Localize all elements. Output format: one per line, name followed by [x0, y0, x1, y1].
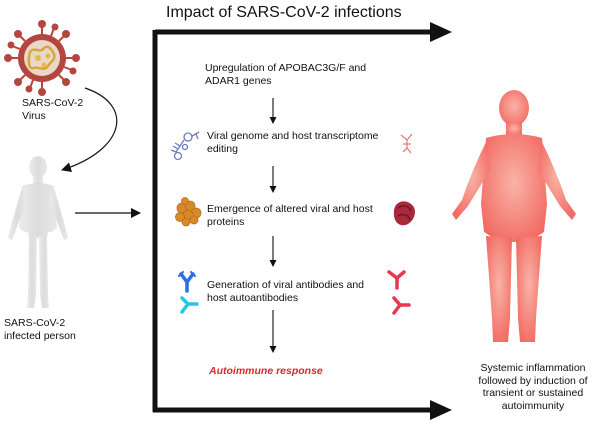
viral-antibody-icons	[178, 271, 199, 314]
step-2-line-2: editing	[207, 143, 238, 155]
virus-icon	[4, 20, 80, 96]
viral-antibody-1	[178, 271, 196, 293]
infected-person-figure	[8, 156, 68, 308]
step-1-line-1: Upregulation of APOBAC3G/F and	[205, 62, 367, 74]
outcome-line-1: Systemic inflammation	[480, 362, 586, 374]
infected-person-label-line-1: SARS-CoV-2	[4, 317, 66, 329]
bottom-axis-arrowhead	[430, 400, 452, 420]
step-4-text: Generation of viral antibodies and host …	[207, 279, 364, 305]
step-4-line-1: Generation of viral antibodies and	[207, 279, 365, 291]
inflamed-person-figure	[452, 90, 576, 342]
virus-label-line-1: SARS-CoV-2	[22, 97, 84, 109]
step-1-line-2: ADAR1 genes	[205, 75, 272, 87]
host-autoantibody-1	[387, 270, 406, 290]
step-2-text: Viral genome and host transcriptome edit…	[207, 130, 378, 156]
step-3-text: Emergence of altered viral and host prot…	[207, 203, 373, 229]
step-2-line-1: Viral genome and host transcriptome	[207, 130, 379, 142]
viral-antibody-2	[180, 296, 199, 314]
top-axis-arrowhead	[430, 22, 452, 42]
outcome-text: Systemic inflammation followed by induct…	[468, 362, 598, 412]
rna-editing-icon	[170, 131, 200, 161]
step-4-line-2: host autoantibodies	[207, 292, 299, 304]
outcome-line-4: autoimmunity	[501, 399, 565, 412]
step-3-line-1: Emergence of altered viral and host	[207, 203, 373, 215]
host-autoantibody-icons	[387, 270, 411, 315]
autoimmune-response-label: Autoimmune response	[209, 365, 323, 377]
host-transcript-icon	[400, 133, 413, 154]
virus-label-line-2: Virus	[22, 110, 46, 122]
infected-person-label: SARS-CoV-2 infected person	[4, 317, 76, 343]
infected-person-label-line-2: infected person	[4, 330, 76, 342]
step-3-line-2: proteins	[207, 216, 245, 228]
host-protein-icon	[393, 201, 415, 226]
diagram-title: Impact of SARS-CoV-2 infections	[166, 4, 402, 21]
virus-label: SARS-CoV-2 Virus	[22, 97, 83, 123]
outcome-line-3: transient or sustained	[482, 387, 584, 399]
host-autoantibody-2	[392, 296, 411, 315]
timeline-frame	[152, 22, 452, 420]
infection-arrow	[61, 87, 118, 173]
outcome-line-2: followed by induction of	[478, 374, 588, 387]
viral-protein-icon	[175, 197, 202, 227]
step-1-text: Upregulation of APOBAC3G/F and ADAR1 gen…	[205, 62, 366, 88]
